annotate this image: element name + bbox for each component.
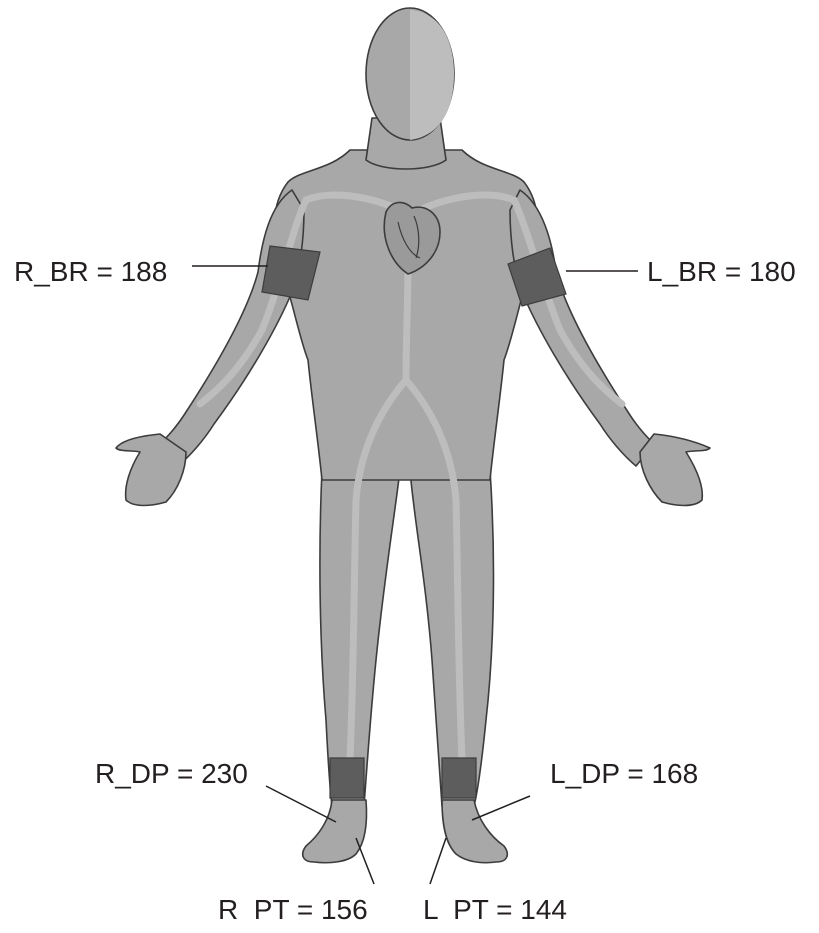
leader-l-dp — [472, 796, 530, 820]
aorta — [406, 260, 408, 380]
right-arm — [160, 190, 304, 466]
left-arm — [510, 190, 654, 466]
right-hand — [116, 434, 186, 506]
left-dorsalis-pedis-pressure-label: L_DP = 168 — [550, 760, 698, 788]
right-ankle-cuff[interactable] — [330, 758, 364, 798]
right-dorsalis-pedis-pressure-label: R_DP = 230 — [95, 760, 248, 788]
left-brachial-pressure-label: L_BR = 180 — [647, 258, 796, 286]
leader-r-dp — [266, 786, 336, 822]
leader-l-pt — [430, 838, 446, 884]
right-brachial-pressure-label: R_BR = 188 — [14, 258, 167, 286]
left-leg — [410, 470, 493, 806]
left-posterior-tibial-pressure-label: L PT = 144 — [423, 896, 567, 924]
right-posterior-tibial-pressure-label: R PT = 156 — [218, 896, 368, 924]
left-ankle-cuff[interactable] — [442, 758, 476, 798]
right-leg — [320, 470, 400, 806]
leader-r-pt — [356, 838, 374, 884]
head-highlight — [410, 10, 454, 140]
left-hand — [640, 434, 710, 506]
